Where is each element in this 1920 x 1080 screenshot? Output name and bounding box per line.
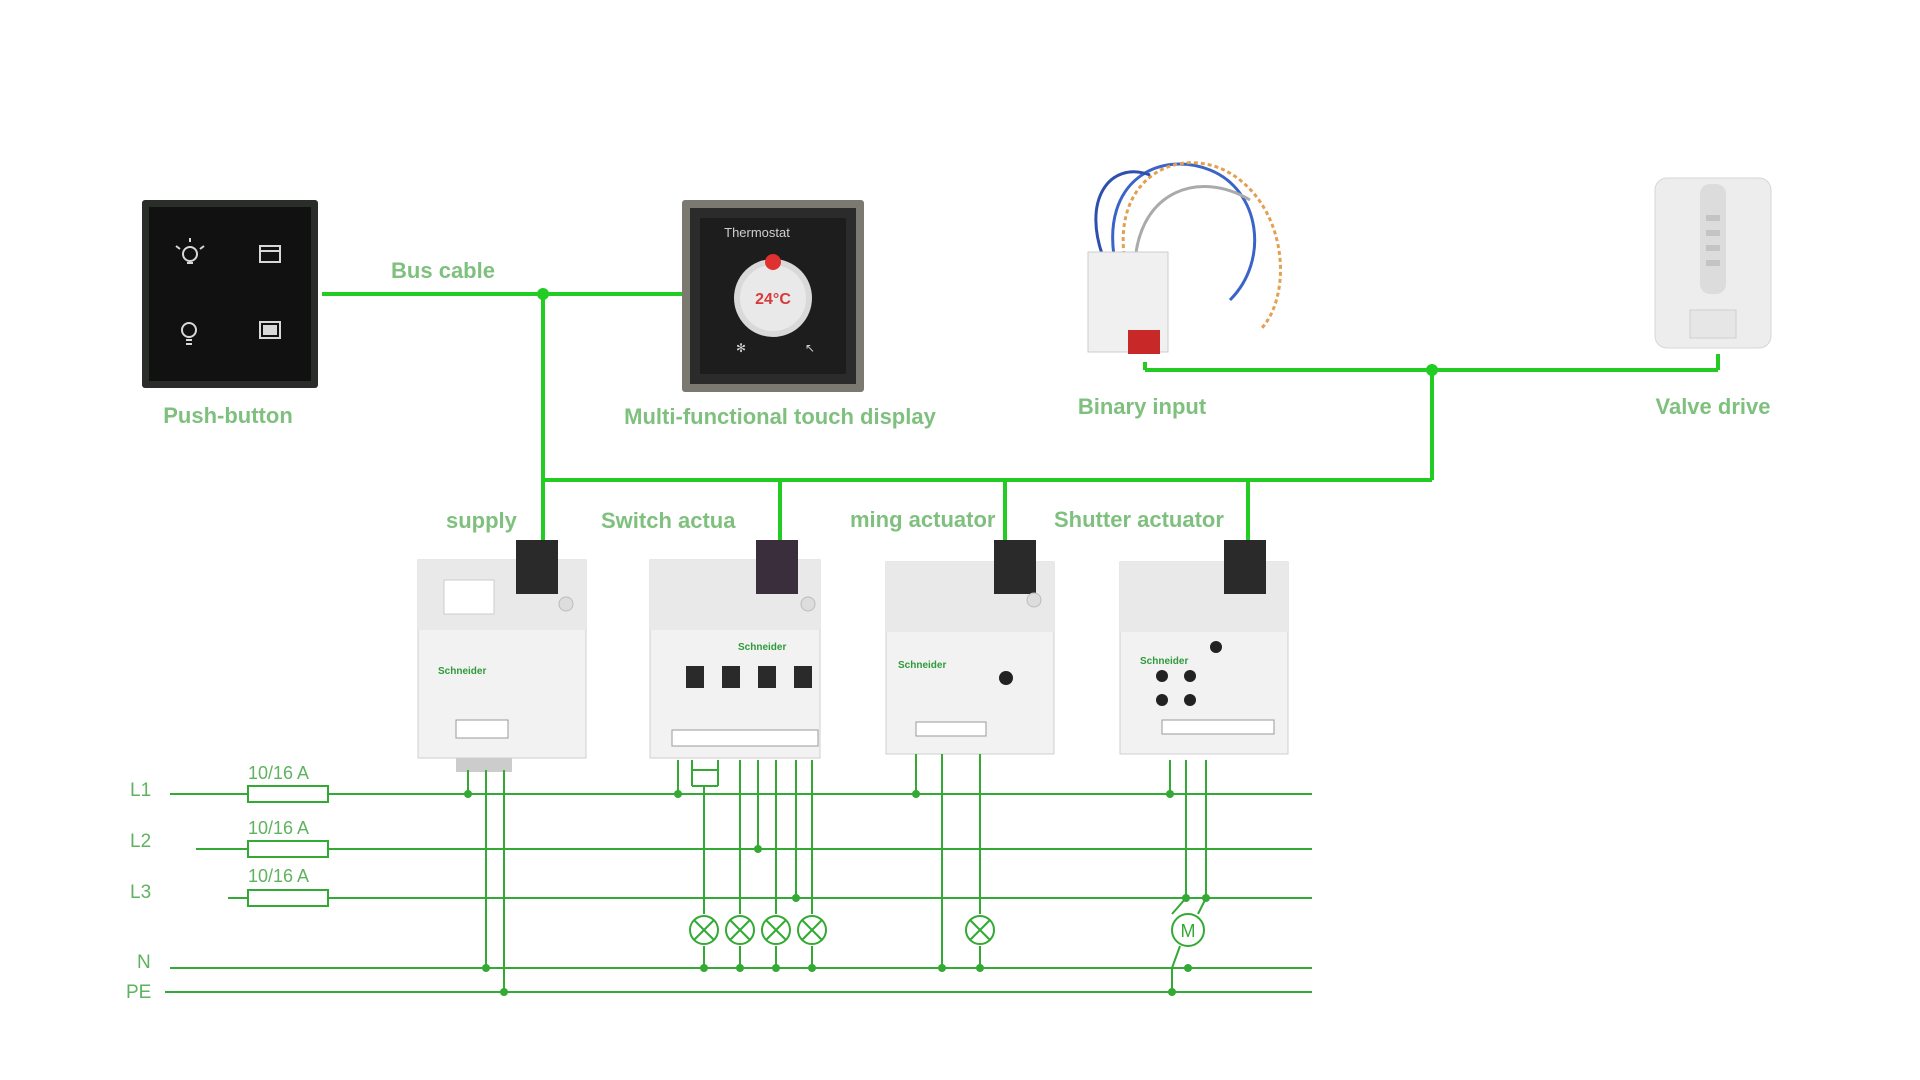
lamp-symbol-5	[965, 915, 995, 945]
touch-display-label: Multi-functional touch display	[624, 404, 936, 429]
brand-logo: Schneider	[898, 660, 946, 671]
lamp-symbol-4	[797, 915, 827, 945]
power-supply-label: supply	[446, 508, 518, 533]
blind-icon	[259, 245, 281, 263]
svg-text:M: M	[1181, 921, 1196, 941]
fuse-label-l1: 10/16 A	[248, 763, 309, 783]
fuse-label-l2: 10/16 A	[248, 818, 309, 838]
lamp-icon	[181, 322, 197, 345]
line-label-n: N	[137, 952, 151, 973]
lamp-symbol-2	[725, 915, 755, 945]
motor-symbol: M	[1171, 913, 1205, 947]
valve-drive-label: Valve drive	[1656, 394, 1771, 419]
dimming-actuator-module: Schneider	[885, 540, 1055, 755]
bus-cable-lines	[322, 292, 1720, 540]
shutter-actuator-module: Schneider	[1119, 540, 1289, 755]
fuse-l2	[247, 840, 329, 858]
shutter-actuator-label: Shutter actuator	[1054, 507, 1224, 532]
power-supply-module: Schneider	[417, 540, 587, 772]
switch-actuator-label: Switch actua	[601, 508, 736, 533]
line-label-l2: L2	[130, 831, 151, 852]
cursor-icon: ↖	[805, 341, 815, 355]
dimming-actuator-label: ming actuator	[850, 507, 996, 532]
brand-logo: Schneider	[738, 642, 786, 653]
brand-logo: Schneider	[1140, 656, 1188, 667]
fuses	[247, 785, 329, 907]
binary-input-device	[1087, 161, 1282, 354]
junction-dots	[464, 790, 1210, 996]
push-button-label: Push-button	[163, 403, 293, 428]
lamp-symbols	[689, 915, 995, 945]
touch-display-device: Thermostat 24°C ✻ ↖	[682, 200, 864, 392]
fan-icon: ✻	[736, 341, 746, 355]
fuse-l1	[247, 785, 329, 803]
line-label-pe: PE	[126, 982, 151, 1003]
bus-cable-label: Bus cable	[391, 258, 495, 283]
fuse-label-l3: 10/16 A	[248, 866, 309, 886]
thermostat-title: Thermostat	[724, 225, 790, 240]
binary-input-label: Binary input	[1078, 394, 1207, 419]
line-label-l1: L1	[130, 780, 151, 801]
lamp-symbol-3	[761, 915, 791, 945]
line-label-l3: L3	[130, 882, 151, 903]
fuse-l3	[247, 889, 329, 907]
brand-logo: Schneider	[438, 666, 486, 677]
push-button-device	[142, 200, 318, 388]
power-lines	[165, 754, 1312, 993]
valve-drive-device	[1654, 177, 1772, 349]
thermostat-temperature: 24°C	[755, 291, 791, 308]
switch-actuator-module: Schneider	[649, 540, 821, 759]
scene-icon	[259, 321, 281, 339]
lamp-symbol-1	[689, 915, 719, 945]
light-bulb-icon	[175, 238, 205, 264]
